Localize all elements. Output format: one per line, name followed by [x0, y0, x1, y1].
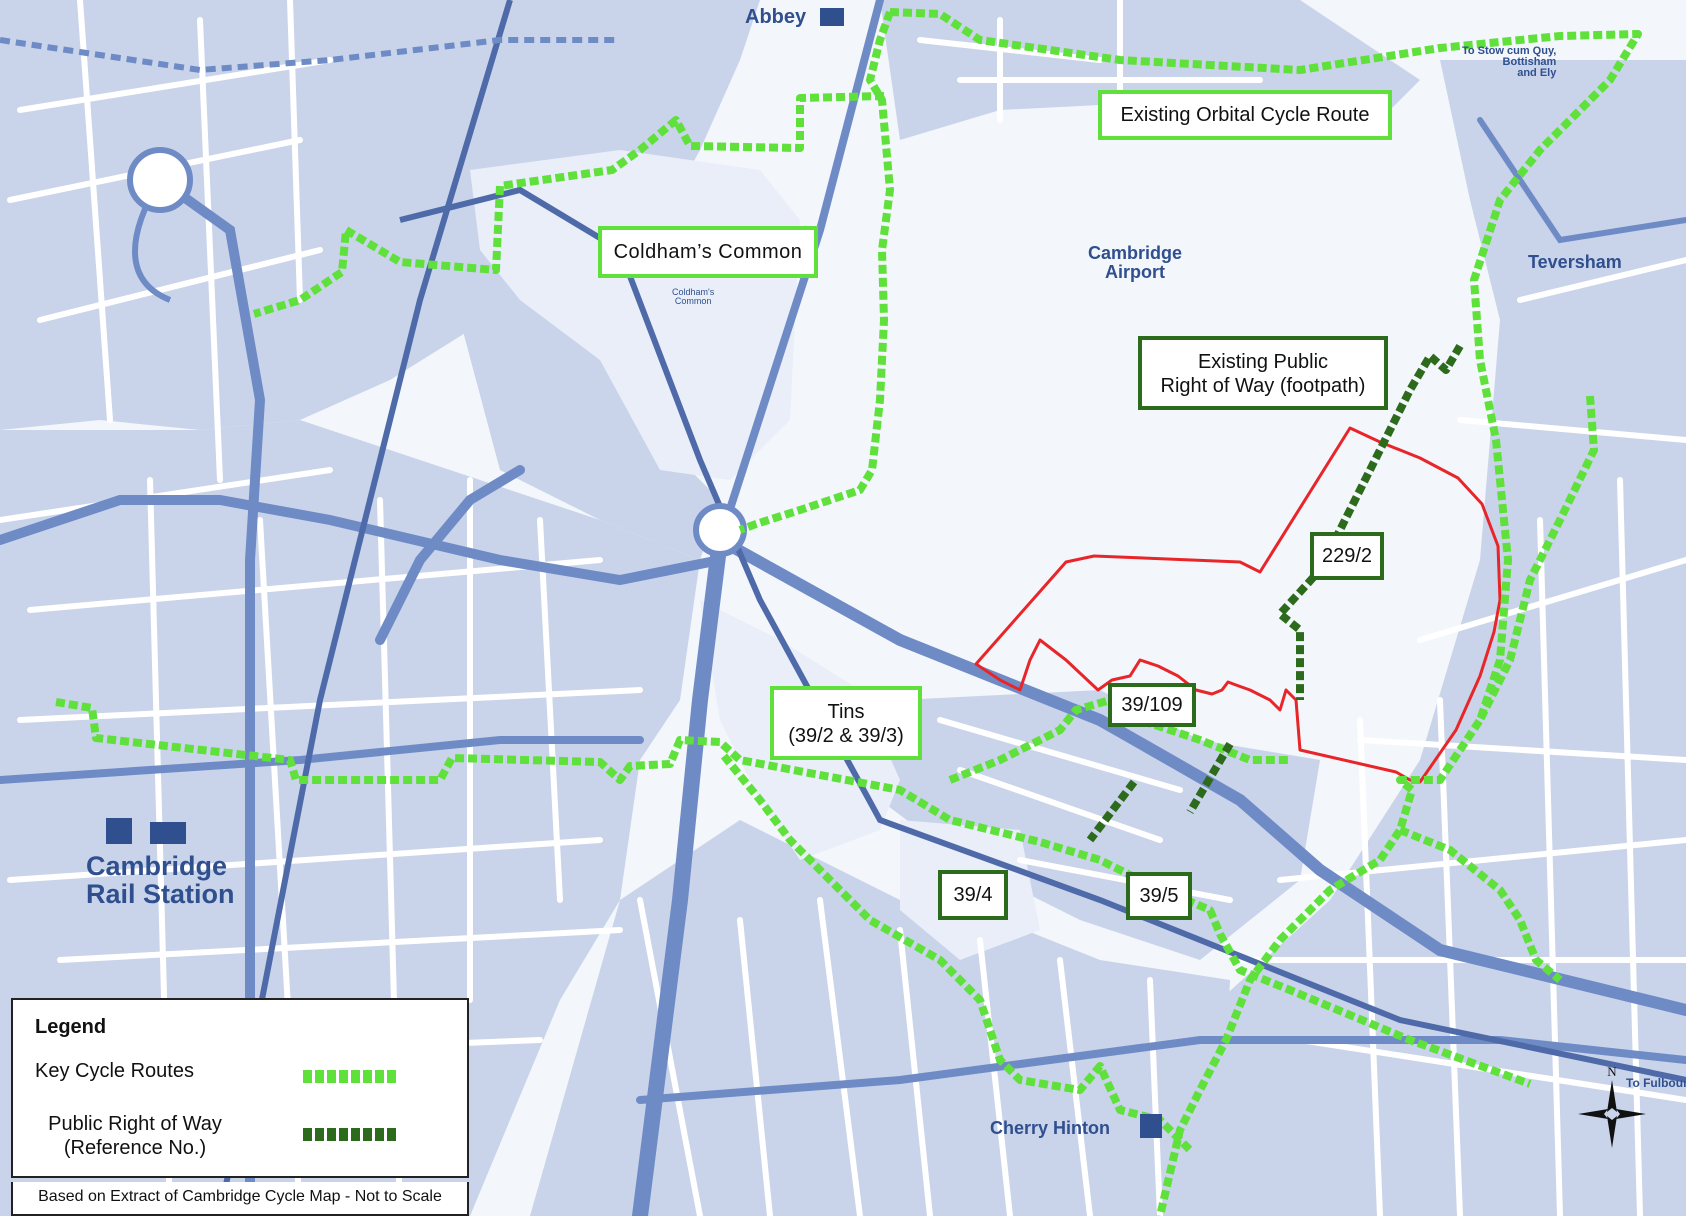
- cherry-hinton-icon: [1140, 1114, 1162, 1138]
- legend-panel: Legend Key Cycle Routes Public Right of …: [11, 998, 469, 1178]
- orbital-cycle-route: [889, 8, 1642, 1216]
- tins-branch: [948, 696, 1290, 784]
- label-orbital-cycle-route: Existing Orbital Cycle Route: [1098, 90, 1392, 140]
- rail-icon: [150, 822, 186, 844]
- label-prow-line2: Right of Way (footpath): [1160, 375, 1366, 397]
- legend-cycle-label: Key Cycle Routes: [35, 1060, 194, 1082]
- label-tins: Tins (39/2 & 39/3): [770, 686, 922, 760]
- prow-39-109: [1186, 741, 1234, 815]
- prow-39-5: [1086, 779, 1138, 843]
- label-tins-line2: (39/2 & 39/3): [788, 725, 904, 747]
- rights-of-way: [1086, 343, 1464, 843]
- coldhams-cycle-route: [738, 10, 894, 534]
- scale-note: Based on Extract of Cambridge Cycle Map …: [11, 1182, 469, 1216]
- tins-cycle-route: [55, 698, 1532, 1088]
- abbey-icon: [820, 8, 844, 26]
- legend-title: Legend: [35, 1016, 107, 1038]
- legend-cycle-swatch: [303, 1070, 399, 1083]
- east-cycle-route: [1476, 395, 1598, 722]
- place-abbey: Abbey: [745, 6, 807, 28]
- legend-prow-swatch: [303, 1128, 399, 1141]
- label-prow-line1: Existing Public: [1197, 351, 1329, 373]
- cycle-routes: [55, 8, 1642, 1216]
- south-cycle-route: [720, 753, 1193, 1153]
- label-ref-39-109: 39/109: [1108, 683, 1196, 727]
- place-stow: To Stow cum Quy, Bottisham and Ely: [1462, 45, 1557, 79]
- label-ref-229-2: 229/2: [1310, 532, 1384, 580]
- compass-rose-icon: N: [1578, 1064, 1646, 1148]
- legend-prow-label: Public Right of Way (Reference No.): [48, 1113, 222, 1159]
- label-tins-line1: Tins: [827, 701, 865, 723]
- label-coldhams-common: Coldham’s Common: [598, 226, 818, 278]
- southeast-cycle-route: [1398, 826, 1563, 984]
- place-cherry-hinton: Cherry Hinton: [990, 1118, 1111, 1138]
- label-public-right-of-way: Existing Public Right of Way (footpath): [1138, 336, 1388, 410]
- coldhams-north-link: [252, 92, 885, 318]
- station-icon: [106, 818, 132, 844]
- prow-229-2: [1276, 343, 1464, 700]
- compass-north-label: N: [1607, 1064, 1617, 1079]
- place-teversham: Teversham: [1528, 252, 1622, 272]
- label-ref-39-4: 39/4: [938, 870, 1008, 920]
- place-fulbourn: To Fulbourn: [1626, 1076, 1686, 1090]
- label-ref-39-5: 39/5: [1126, 872, 1192, 920]
- place-cambridge-airport: Cambridge Airport: [1088, 243, 1183, 282]
- place-rail-station: Cambridge Rail Station: [86, 851, 235, 909]
- site-boundary: [974, 426, 1502, 784]
- place-coldhams-small: Coldham's Common: [672, 287, 715, 306]
